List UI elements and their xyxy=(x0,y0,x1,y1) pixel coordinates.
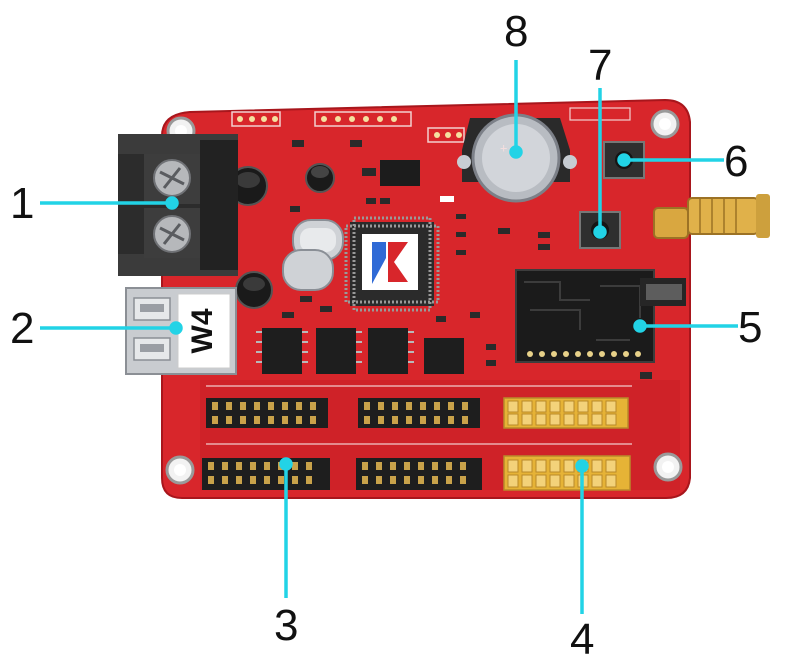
callout-labels: 1 2 3 4 5 6 7 8 xyxy=(10,7,762,664)
header-left-top xyxy=(206,398,328,428)
callout-lines xyxy=(40,60,738,614)
screw-terminal-block xyxy=(118,134,238,276)
callout-label-3: 3 xyxy=(274,601,298,650)
driver-ics xyxy=(256,328,464,374)
callout-label-2: 2 xyxy=(10,304,34,353)
svg-text:+: + xyxy=(500,141,507,155)
header-right-bottom-yellow xyxy=(503,455,631,491)
smd-components xyxy=(282,140,652,379)
header-middle-bottom xyxy=(356,458,482,490)
callout-label-7: 7 xyxy=(588,41,612,90)
wireless-module xyxy=(515,269,686,363)
header-middle-top xyxy=(358,398,480,428)
callout-label-4: 4 xyxy=(570,615,594,664)
usb-sticker xyxy=(177,293,231,369)
electrolytic-capacitors xyxy=(228,163,335,309)
callout-label-5: 5 xyxy=(738,303,762,352)
crystal-oscillator xyxy=(282,219,344,291)
usb-port: W4 xyxy=(125,287,237,375)
mcu-logo xyxy=(372,242,386,284)
usb-sticker-text: W4 xyxy=(186,308,219,353)
main-microcontroller xyxy=(344,216,440,312)
pcb-board: + xyxy=(161,98,770,499)
header-left-bottom xyxy=(202,458,330,490)
callout-label-1: 1 xyxy=(10,179,34,228)
callout-label-6: 6 xyxy=(724,137,748,186)
header-right-top-yellow xyxy=(503,397,629,429)
callout-label-8: 8 xyxy=(504,7,528,56)
sma-antenna-connector xyxy=(653,194,770,239)
